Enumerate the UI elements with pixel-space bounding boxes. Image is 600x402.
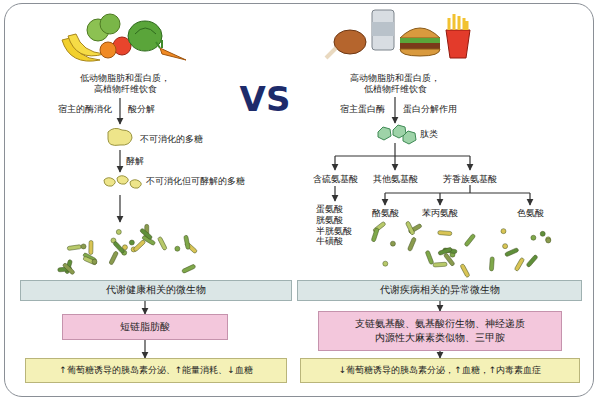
bacterium: [113, 241, 125, 254]
bacterium: [438, 247, 453, 255]
bacterium: [182, 264, 196, 274]
flow-label: 其他氨基酸: [373, 174, 418, 185]
outcome-box: ↑葡萄糖诱导的胰岛素分泌、↑能量消耗、↓血糖: [25, 358, 287, 383]
microbe-band: 代谢疾病相关的异常微生物: [297, 280, 582, 301]
flow-label: 苯丙氨酸: [422, 208, 458, 219]
junk-food-illustration: [326, 10, 470, 58]
flow-label: 酸分解: [128, 104, 155, 115]
node-text: 代谢疾病相关的异常微生物: [380, 284, 500, 297]
flow-label: 宿主蛋白酶: [340, 104, 385, 115]
flow-label: 色氨酸: [517, 208, 544, 219]
bacterium: [383, 261, 388, 266]
bacterium: [371, 228, 379, 243]
node-text: 短链脂肪酸: [120, 320, 170, 334]
bacterium: [133, 239, 146, 252]
bacterium: [438, 231, 452, 236]
flow-arrow: [119, 98, 120, 222]
vegetable-illustration: [62, 14, 186, 61]
bacterium: [405, 221, 415, 235]
bacterium: [503, 244, 508, 249]
flow-label: 酵解: [126, 156, 144, 167]
bacterium: [92, 259, 97, 264]
bacterium: [109, 251, 119, 265]
flow-label: 蛋氨酸 胱氨酸 半胱氨酸 牛磺酸: [316, 204, 355, 247]
node-text: ↓葡萄糖诱导的胰岛素分泌，↑血糖，↑内毒素血症: [339, 364, 542, 377]
flow-connector: [144, 301, 145, 314]
bacterium: [175, 246, 180, 251]
bacterium: [531, 235, 536, 240]
microbe-band: 代谢健康相关的微生物: [20, 280, 292, 301]
bacterium: [526, 254, 538, 267]
bacterium: [546, 238, 551, 243]
flow-label: 不可消化但可酵解的多糖: [146, 176, 245, 187]
bacterium: [83, 256, 97, 265]
bacterium: [67, 245, 81, 251]
flow-connector: [144, 340, 145, 358]
vs-mark: VS: [240, 82, 291, 116]
flow-label: 宿主的酶消化: [58, 104, 112, 115]
bacterium: [514, 257, 524, 271]
flow-label: 芳香族氨基酸: [443, 174, 497, 185]
bacterium: [62, 263, 75, 275]
outcome-box: ↓葡萄糖诱导的胰岛素分泌，↑血糖，↑内毒素血症: [300, 358, 580, 383]
flow-label: 高动物脂肪和蛋白质，低植物纤维饮食: [349, 73, 442, 95]
bacterium: [433, 262, 447, 267]
metabolite-box: 短链脂肪酸: [62, 314, 228, 340]
bacterium: [81, 244, 86, 249]
bacterium: [425, 250, 434, 265]
bacterium: [464, 233, 476, 246]
node-text: 代谢健康相关的微生物: [106, 284, 206, 297]
flow-connector: [439, 351, 440, 358]
node-text: ↑葡萄糖诱导的胰岛素分泌、↑能量消耗、↓血糖: [59, 364, 253, 377]
bacterium: [489, 257, 494, 271]
bacterium: [89, 240, 93, 254]
bacterium: [540, 231, 545, 236]
flow-arrow: [335, 97, 530, 205]
bacterium: [390, 241, 395, 246]
flow-label: 不可消化的多糖: [140, 134, 203, 145]
bacterium: [460, 264, 470, 278]
flow-connector: [439, 301, 440, 311]
bacterium: [407, 237, 416, 251]
node-text: 支链氨基酸、氨基酸衍生物、神经递质 内源性大麻素类似物、三甲胺: [353, 317, 527, 345]
flow-label: 肽类: [420, 129, 438, 140]
flow-label: 低动物脂肪和蛋白质，高植物纤维饮食: [79, 73, 172, 95]
bacterium: [116, 229, 121, 234]
flow-label: 含硫氨基酸: [313, 174, 358, 185]
bacterium: [157, 236, 167, 250]
bacterium: [184, 235, 191, 250]
peptide-blob: [378, 125, 416, 144]
metabolite-box: 支链氨基酸、氨基酸衍生物、神经递质 内源性大麻素类似物、三甲胺: [318, 311, 562, 351]
bacteria-illustration: [58, 221, 551, 278]
bacterium: [139, 228, 152, 240]
flow-label: 酪氨酸: [372, 208, 399, 219]
bacterium: [505, 248, 519, 257]
bacterium: [129, 240, 134, 245]
bacterium: [501, 229, 506, 234]
flow-label: 蛋白分解作用: [403, 104, 457, 115]
